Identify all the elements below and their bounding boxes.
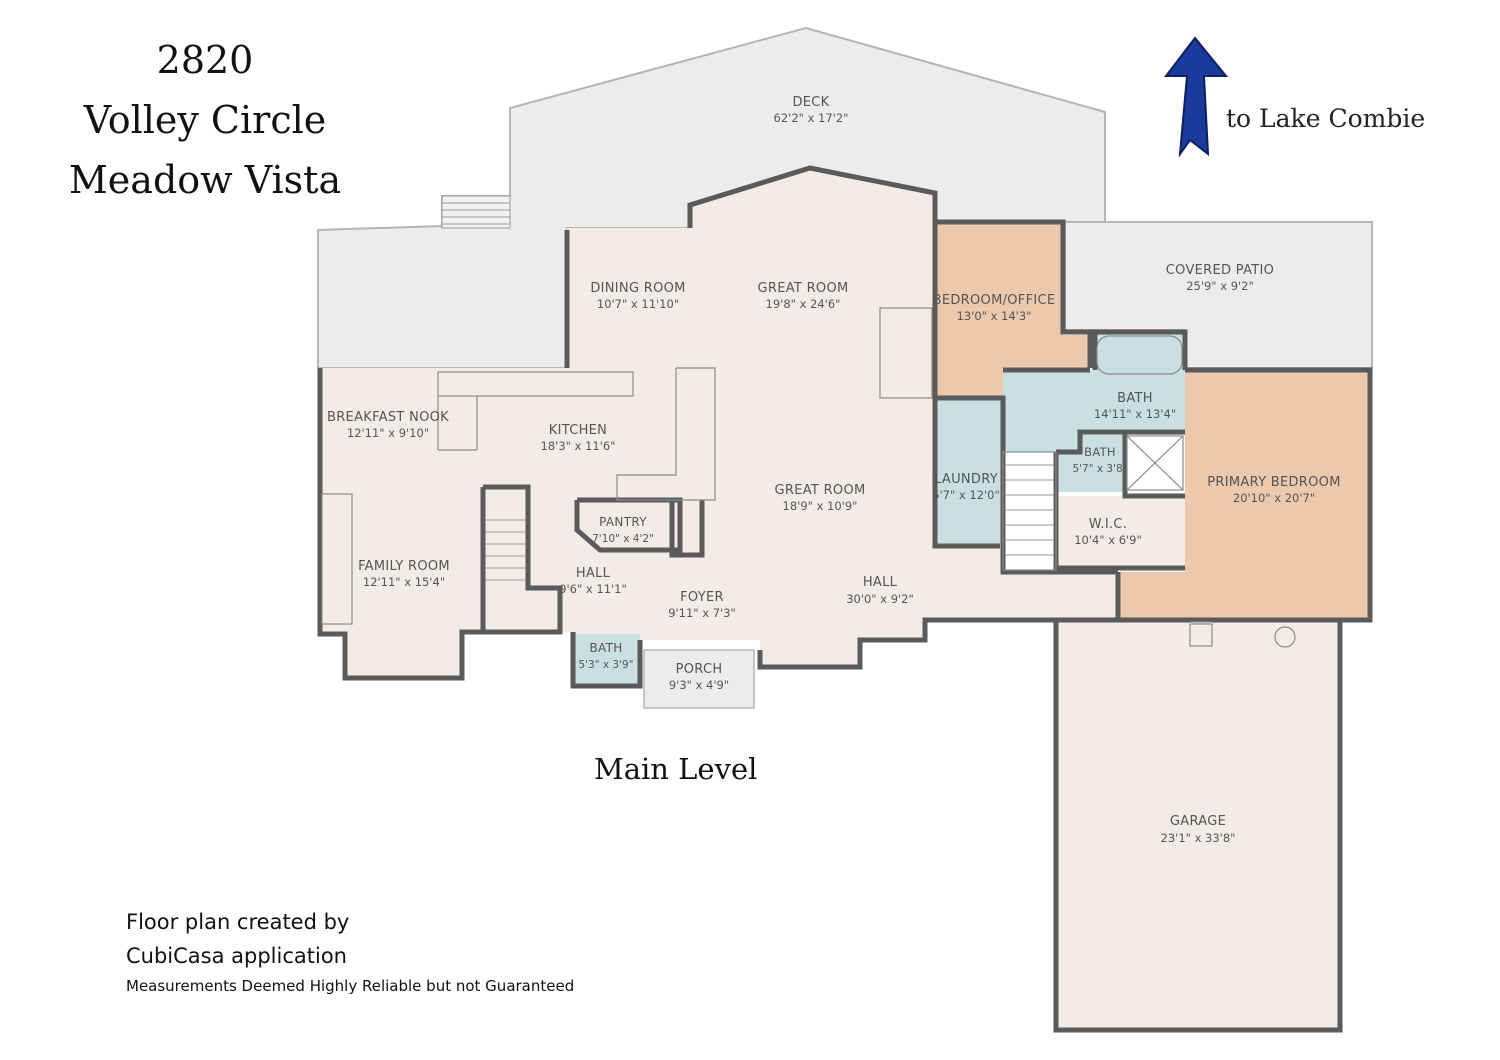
pantry-label: PANTRY	[599, 515, 647, 529]
small-bath-label: BATH	[1084, 445, 1116, 459]
porch-dims: 9'3" x 4'9"	[669, 678, 729, 692]
dining-room-label: DINING ROOM	[590, 281, 685, 296]
breakfast-nook-label: BREAKFAST NOOK	[327, 410, 449, 425]
great-room-top-label: GREAT ROOM	[758, 281, 849, 296]
laundry-dims: 5'7" x 12'0"	[932, 488, 1000, 502]
address-street: Volley Circle	[83, 98, 327, 142]
covered-patio-dims: 25'9" x 9'2"	[1186, 279, 1254, 293]
half-bath-area	[573, 634, 640, 686]
deck-label: DECK	[792, 95, 829, 110]
credit-line-1: Floor plan created by	[126, 910, 350, 934]
half-bath-dims: 5'3" x 3'9"	[578, 659, 633, 671]
small-bath-dims: 5'7" x 3'8"	[1072, 463, 1127, 475]
laundry-area	[935, 398, 1003, 546]
garage-label: GARAGE	[1170, 814, 1226, 829]
porch-area	[643, 649, 755, 709]
primary-bath-label: BATH	[1117, 391, 1153, 406]
hall-right-dims: 30'0" x 9'2"	[846, 592, 914, 606]
fixtures	[321, 307, 1296, 648]
pantry-dims: 7'10" x 4'2"	[592, 533, 654, 545]
foyer-dims: 9'11" x 7'3"	[668, 606, 736, 620]
covered-patio-label: COVERED PATIO	[1166, 263, 1274, 278]
wic-dims: 10'4" x 6'9"	[1074, 533, 1142, 547]
dining-room-dims: 10'7" x 11'10"	[597, 297, 679, 311]
foyer-label: FOYER	[680, 590, 724, 605]
level-label: Main Level	[594, 752, 758, 786]
disclaimer: Measurements Deemed Highly Reliable but …	[126, 977, 575, 995]
breakfast-nook-dims: 12'11" x 9'10"	[347, 426, 429, 440]
hall-left-dims: 9'6" x 11'1"	[559, 582, 627, 596]
walls	[317, 165, 1373, 1033]
address-number: 2820	[156, 38, 254, 82]
kitchen-dims: 18'3" x 11'6"	[541, 439, 616, 453]
laundry-label: LAUNDRY	[934, 472, 998, 487]
family-room-label: FAMILY ROOM	[358, 559, 450, 574]
primary-bedroom-label: PRIMARY BEDROOM	[1207, 475, 1340, 490]
wic-label: W.I.C.	[1089, 517, 1127, 532]
great-room-main-label: GREAT ROOM	[775, 483, 866, 498]
wic-area	[1056, 496, 1185, 568]
bedroom-office-dims: 13'0" x 14'3"	[957, 309, 1032, 323]
primary-bath-dims: 14'11" x 13'4"	[1094, 407, 1176, 421]
great-room-main-dims: 18'9" x 10'9"	[783, 499, 858, 513]
garage-dims: 23'1" x 33'8"	[1161, 831, 1236, 845]
hall-left-label: HALL	[576, 566, 611, 581]
garage-area	[1056, 622, 1340, 1030]
credit-line-2: CubiCasa application	[126, 944, 347, 968]
kitchen-label: KITCHEN	[549, 423, 607, 438]
deck-dims: 62'2" x 17'2"	[774, 111, 849, 125]
half-bath-label: BATH	[589, 641, 622, 655]
north-arrow-icon	[1163, 36, 1229, 158]
interior-stairs	[485, 464, 1054, 581]
address-city: Meadow Vista	[68, 158, 342, 202]
family-room-dims: 12'11" x 15'4"	[363, 575, 445, 589]
bedroom-office-area	[935, 222, 1090, 398]
hall-right-label: HALL	[863, 575, 898, 590]
great-room-top-dims: 19'8" x 24'6"	[766, 297, 841, 311]
primary-bedroom-dims: 20'10" x 20'7"	[1233, 491, 1315, 505]
north-direction-label: to Lake Combie	[1226, 104, 1426, 133]
bedroom-office-label: BEDROOM/OFFICE	[933, 293, 1056, 308]
primary-bedroom-area	[1118, 370, 1370, 620]
deck-stairs	[441, 195, 511, 229]
porch-label: PORCH	[676, 662, 723, 677]
